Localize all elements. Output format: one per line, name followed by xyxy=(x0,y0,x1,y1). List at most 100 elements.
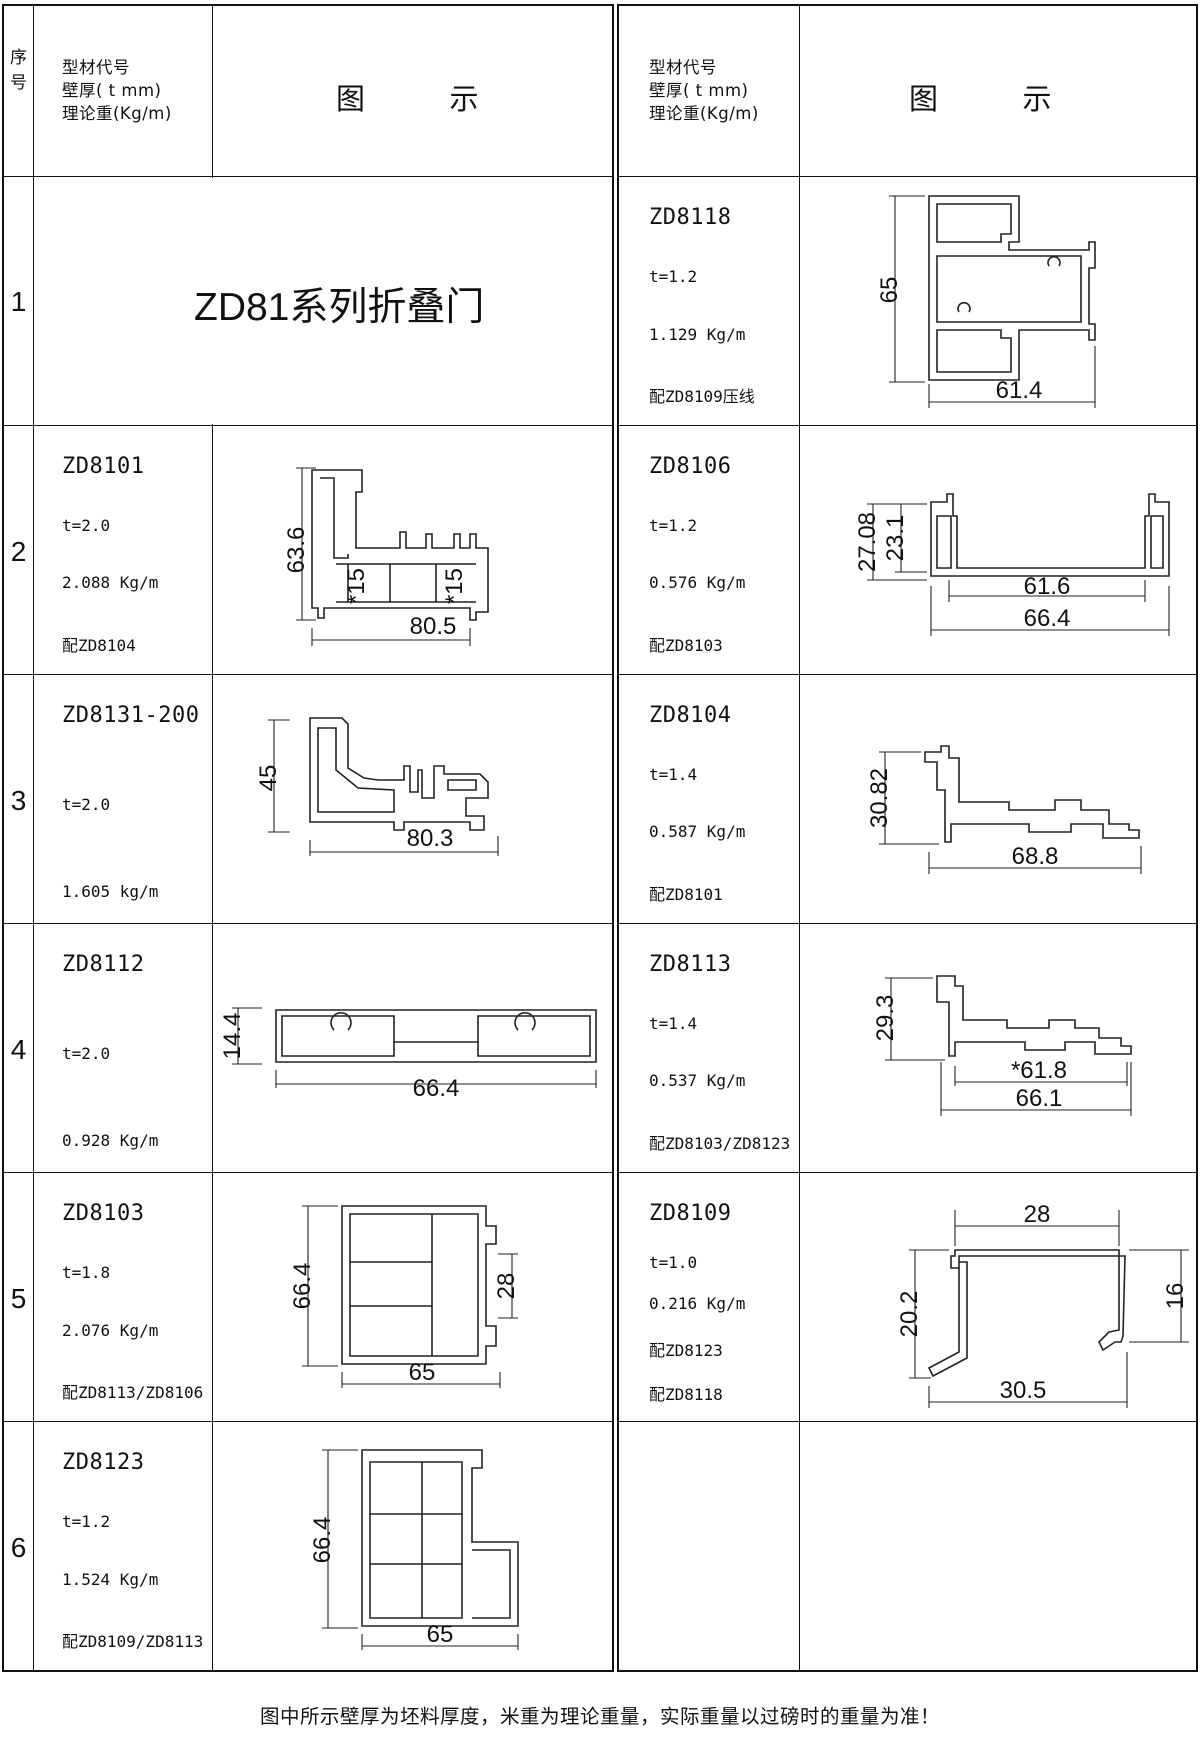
dimension-label: 45 xyxy=(255,765,282,792)
dimension-label: 14.4 xyxy=(219,1013,246,1060)
unit-weight: 0.537 Kg/m xyxy=(649,1071,746,1090)
dimension-label: 23.1 xyxy=(882,515,909,562)
profile-drawing-zd8106: 27.08 23.1 61.6 66.4 xyxy=(854,493,1170,636)
divider xyxy=(33,6,34,1670)
profile-drawing-zd8112: 14.4 66.4 xyxy=(219,1007,597,1102)
unit-weight: 1.605 kg/m xyxy=(62,882,159,901)
dimension-label: 20.2 xyxy=(896,1291,923,1338)
divider xyxy=(799,6,800,1670)
wall-thickness: t=2.0 xyxy=(62,1044,111,1063)
profile-code: ZD8113 xyxy=(649,952,732,977)
figure-header-b: 示 xyxy=(1022,82,1054,116)
matching-profile: 配ZD8103/ZD8123 xyxy=(649,1134,791,1153)
matching-profile: 配ZD8101 xyxy=(649,885,723,904)
profile-drawing-zd8113: 29.3 *61.8 66.1 xyxy=(872,975,1132,1116)
matching-profile: 配ZD8109压线 xyxy=(649,387,755,406)
wall-thickness: t=2.0 xyxy=(62,516,111,535)
footnote: 图中所示壁厚为坯料厚度，米重为理论重量，实际重量以过磅时的重量为准！ xyxy=(259,1705,940,1728)
divider xyxy=(4,1172,612,1173)
profile-code: ZD8112 xyxy=(62,952,145,977)
matching-profile: 配ZD8109/ZD8113 xyxy=(62,1632,204,1651)
dimension-label: 61.4 xyxy=(996,377,1043,404)
dimension-label: 80.5 xyxy=(410,613,457,640)
dimension-label: *61.8 xyxy=(1011,1057,1067,1084)
wall-thickness: t=1.2 xyxy=(649,516,698,535)
row-number: 5 xyxy=(10,1283,27,1314)
dimension-label: 28 xyxy=(1024,1201,1051,1228)
profile-code: ZD8131-200 xyxy=(62,703,200,728)
unit-weight: 0.576 Kg/m xyxy=(649,573,746,592)
index-header-char-1: 序 xyxy=(10,48,27,68)
divider xyxy=(619,674,1196,675)
spec-header-thickness: 壁厚( t mm) xyxy=(649,81,749,100)
left-table: 序 号 型材代号 壁厚( t mm) 理论重(Kg/m) 图 示 1 ZD81系… xyxy=(2,4,614,1672)
row-number: 2 xyxy=(10,536,27,567)
divider xyxy=(619,1421,1196,1422)
dimension-label: 68.8 xyxy=(1012,843,1059,870)
dimension-label: 16 xyxy=(1162,1283,1189,1310)
dimension-label: 66.4 xyxy=(1024,605,1071,632)
profile-drawing-zd8118: 65 61.4 xyxy=(876,195,1096,408)
figure-header-a: 图 xyxy=(909,82,941,116)
series-title: ZD81系列折叠门 xyxy=(194,286,485,329)
spec-header: 型材代号 壁厚( t mm) 理论重(Kg/m) xyxy=(649,56,759,125)
figure-header: 图 示 xyxy=(909,76,1053,118)
profile-drawing-zd8131: 45 80.3 xyxy=(255,717,499,856)
spec-header-weight: 理论重(Kg/m) xyxy=(649,104,759,123)
profile-drawing-zd8101: 63.6 *15 *15 80.5 xyxy=(283,467,489,646)
unit-weight: 0.587 Kg/m xyxy=(649,822,746,841)
dimension-label: *15 xyxy=(343,568,370,604)
profile-code: ZD8103 xyxy=(62,1201,145,1226)
dimension-label: 65 xyxy=(427,1621,454,1648)
wall-thickness: t=1.2 xyxy=(649,267,698,286)
matching-profile: 配ZD8123 xyxy=(649,1341,723,1360)
divider xyxy=(619,1172,1196,1173)
spec-header-code: 型材代号 xyxy=(649,58,717,77)
dimension-label: 28 xyxy=(493,1273,520,1300)
wall-thickness: t=1.4 xyxy=(649,765,698,784)
unit-weight: 1.524 Kg/m xyxy=(62,1570,159,1589)
profile-code: ZD8101 xyxy=(62,454,145,479)
matching-profile: 配ZD8103 xyxy=(649,636,723,655)
dimension-label: 30.5 xyxy=(1000,1377,1047,1404)
wall-thickness: t=1.0 xyxy=(649,1253,698,1272)
matching-profile: 配ZD8113/ZD8106 xyxy=(62,1383,204,1402)
dimension-label: *15 xyxy=(441,568,468,604)
divider xyxy=(4,176,612,177)
wall-thickness: t=1.2 xyxy=(62,1512,111,1531)
unit-weight: 0.216 Kg/m xyxy=(649,1294,746,1313)
figure-header: 图 示 xyxy=(336,76,480,118)
dimension-label: 30.82 xyxy=(866,768,893,828)
profile-code: ZD8123 xyxy=(62,1450,145,1475)
dimension-label: 29.3 xyxy=(872,995,899,1042)
wall-thickness: t=1.4 xyxy=(649,1014,698,1033)
divider xyxy=(619,176,1196,177)
matching-profile: 配ZD8118 xyxy=(649,1385,723,1404)
row-number: 4 xyxy=(10,1034,27,1065)
dimension-label: 27.08 xyxy=(854,512,881,572)
divider xyxy=(4,425,612,426)
profile-code: ZD8104 xyxy=(649,703,732,728)
dimension-label: 66.4 xyxy=(309,1517,336,1564)
matching-profile: 配ZD8104 xyxy=(62,636,136,655)
dimension-label: 66.4 xyxy=(413,1075,460,1102)
dimension-label: 63.6 xyxy=(283,527,310,574)
unit-weight: 0.928 Kg/m xyxy=(62,1131,159,1150)
unit-weight: 2.076 Kg/m xyxy=(62,1321,159,1340)
wall-thickness: t=2.0 xyxy=(62,795,111,814)
profile-code: ZD8109 xyxy=(649,1201,732,1226)
profile-code: ZD8118 xyxy=(649,205,732,230)
right-table: 型材代号 壁厚( t mm) 理论重(Kg/m) 图 示 ZD8118 t=1.… xyxy=(617,4,1198,1672)
row-number: 6 xyxy=(10,1532,27,1563)
index-header-char-2: 号 xyxy=(10,73,27,93)
dimension-label: 66.1 xyxy=(1016,1085,1063,1112)
row-number: 1 xyxy=(10,286,27,317)
profile-drawing-zd8123: 66.4 65 xyxy=(309,1449,519,1650)
spec-header-thickness: 壁厚( t mm) xyxy=(62,81,162,100)
spec-header: 型材代号 壁厚( t mm) 理论重(Kg/m) xyxy=(62,56,172,125)
dimension-label: 66.4 xyxy=(289,1263,316,1310)
profile-drawing-zd8104: 30.82 68.8 xyxy=(866,745,1142,874)
index-header: 序 号 xyxy=(4,46,33,96)
dimension-label: 65 xyxy=(409,1359,436,1386)
unit-weight: 2.088 Kg/m xyxy=(62,573,159,592)
